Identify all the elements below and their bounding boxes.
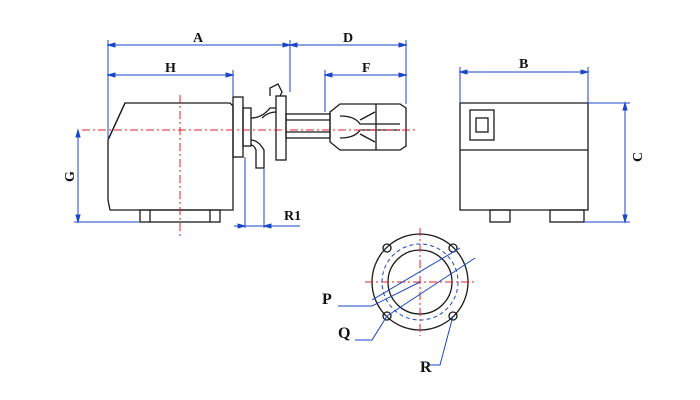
mounting-flange <box>232 96 244 158</box>
flange-view <box>338 228 476 366</box>
label-R1: R1 <box>284 209 301 224</box>
bolt-hole-br <box>448 311 458 321</box>
flange-handle <box>269 83 283 97</box>
label-Q: Q <box>338 325 350 342</box>
centerlines <box>82 95 418 238</box>
label-P: P <box>322 291 332 308</box>
label-B: B <box>519 57 528 72</box>
bolt-hole-tl <box>382 243 392 253</box>
label-G: G <box>63 171 78 182</box>
label-H: H <box>165 61 176 76</box>
labels: A D H F B C G R1 P Q R <box>63 31 646 376</box>
side-view <box>107 83 407 223</box>
label-D: D <box>343 31 353 46</box>
front-housing <box>459 102 589 211</box>
label-C: C <box>631 152 646 162</box>
front-view <box>459 102 589 223</box>
front-foot-right <box>549 209 585 223</box>
label-F: F <box>362 61 371 76</box>
dimension-lines <box>74 40 630 229</box>
leader-P <box>338 281 421 307</box>
coupling-block <box>242 107 252 147</box>
blast-tube <box>285 113 331 139</box>
front-switch-box <box>469 109 495 141</box>
bolt-hole-bl <box>382 311 392 321</box>
leader-Q <box>355 315 388 341</box>
leader-R <box>430 315 454 366</box>
combustion-head <box>329 103 407 151</box>
housing-inner-line <box>107 102 126 141</box>
burner-housing <box>107 102 234 211</box>
burner-flange-plate <box>275 95 287 161</box>
leader-diagonal <box>386 257 476 317</box>
front-foot-left <box>489 209 511 223</box>
elbow-pipe <box>250 107 276 169</box>
label-R: R <box>420 359 432 376</box>
label-A: A <box>193 31 204 46</box>
